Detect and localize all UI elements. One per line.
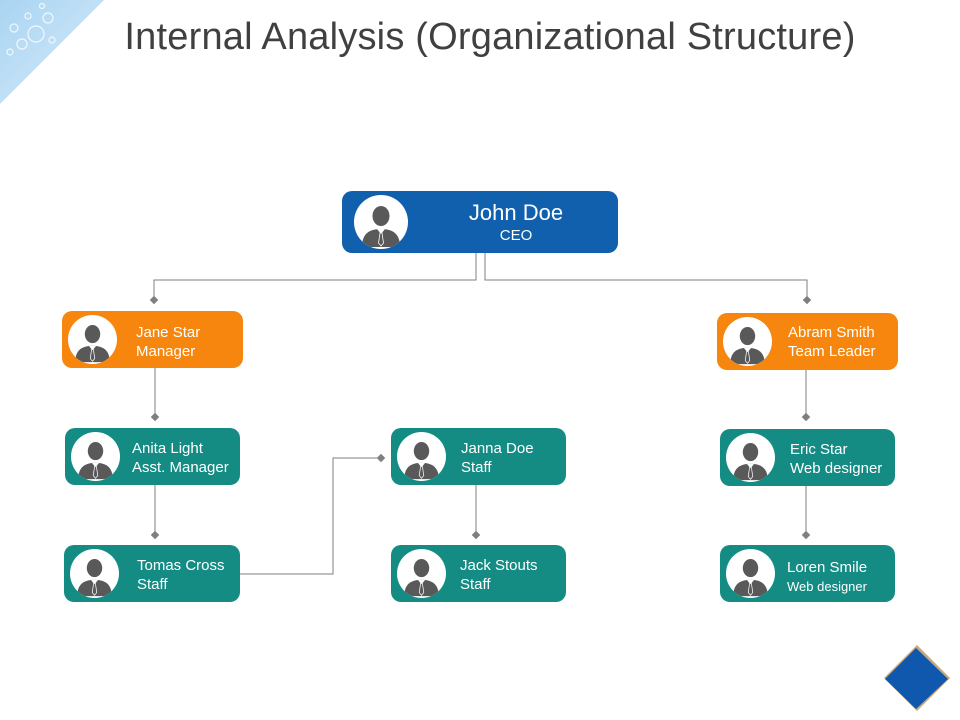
janna-role: Staff — [461, 459, 492, 476]
person-silhouette-icon — [397, 549, 446, 598]
org-card-eric-star: Eric Star Web designer — [720, 429, 895, 486]
person-silhouette-icon — [71, 432, 120, 481]
person-silhouette-icon — [68, 315, 117, 364]
loren-name: Loren Smile — [787, 559, 868, 576]
page-title: Internal Analysis (Organizational Struct… — [124, 16, 856, 58]
diamond-nav-icon — [884, 645, 950, 711]
org-card-loren-smile: Loren Smile Web designer — [720, 545, 895, 602]
org-card-jane-star: Jane Star Manager — [62, 311, 243, 368]
org-card-anita-light: Anita Light Asst. Manager — [65, 428, 240, 485]
ceo-role: CEO — [499, 227, 533, 244]
person-silhouette-icon — [70, 549, 119, 598]
jane-role: Manager — [136, 343, 196, 360]
abram-name: Abram Smith — [788, 324, 875, 341]
eric-role: Web designer — [790, 460, 883, 477]
corner-decoration — [0, 0, 104, 104]
tomas-role: Staff — [137, 576, 168, 593]
jack-role: Staff — [460, 576, 491, 593]
janna-name: Janna Doe — [461, 440, 534, 457]
eric-name: Eric Star — [790, 441, 848, 458]
ceo-name: John Doe — [468, 200, 564, 225]
org-card-abram-smith: Abram Smith Team Leader — [717, 313, 898, 370]
person-silhouette-icon — [726, 549, 775, 598]
anita-name: Anita Light — [132, 440, 203, 457]
person-silhouette-icon — [723, 317, 772, 366]
org-card-janna-doe: Janna Doe Staff — [391, 428, 566, 485]
loren-role: Web designer — [787, 579, 867, 594]
person-silhouette-icon — [726, 433, 775, 482]
org-card-tomas-cross: Tomas Cross Staff — [64, 545, 240, 602]
person-silhouette-icon — [397, 432, 446, 481]
person-silhouette-icon — [354, 195, 408, 249]
tomas-name: Tomas Cross — [137, 557, 225, 574]
abram-role: Team Leader — [788, 343, 876, 360]
org-card-jack-stouts: Jack Stouts Staff — [391, 545, 566, 602]
anita-role: Asst. Manager — [132, 459, 229, 476]
jack-name: Jack Stouts — [460, 557, 538, 574]
org-card-ceo: John Doe CEO — [342, 191, 618, 253]
jane-name: Jane Star — [136, 324, 201, 341]
